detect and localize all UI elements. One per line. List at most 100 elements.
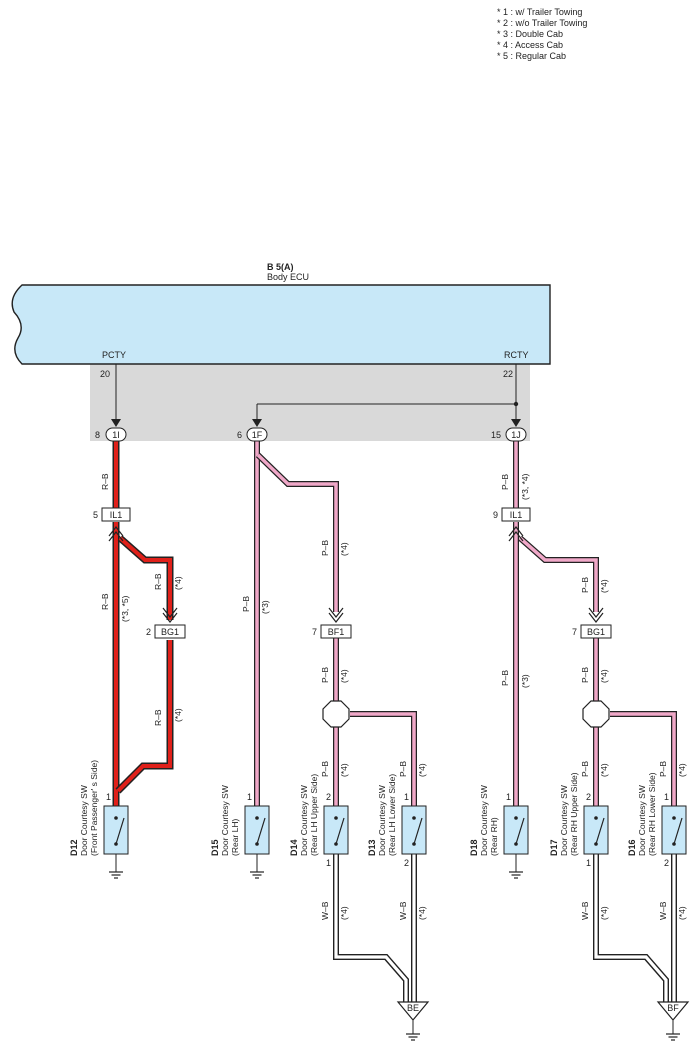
wire-note: (*4) [599,669,609,683]
wire-note: (*4) [677,763,687,777]
switch-pin: 2 [326,792,331,802]
note-2: * 2 : w/o Trailer Towing [497,18,587,28]
ecu-internal-wires [115,364,517,424]
ecu-box [11,284,551,365]
junction-1i: 8 1I [95,427,127,442]
connector-label: BG1 [161,627,179,637]
ecu-connector-area [90,364,530,441]
switch-title: Door Courtesy SW [559,785,569,856]
switch-pin: 1 [326,858,331,868]
connector-pin: 7 [312,627,317,637]
wire-label: R–B [100,473,110,490]
ecu-pin-20: 20 [100,369,110,379]
wire-label: P–B [320,761,330,777]
connector-chevrons [108,526,604,623]
connector-bf1: 7 BF1 [312,624,352,639]
wire-labels: R–B R–B (*3, *5) R–B (*4) R–B (*4) P–B (… [100,473,687,920]
notes-legend: * 1 : w/ Trailer Towing * 2 : w/o Traile… [497,7,587,61]
wire-note: (*4) [599,579,609,593]
switch-code: D18 [469,839,479,856]
switch-pin: 1 [247,792,252,802]
switch-desc: (Rear RH Upper Side) [569,772,579,856]
switch-pin: 1 [586,858,591,868]
note-3: * 3 : Double Cab [497,29,563,39]
connector-label: IL1 [110,510,123,520]
switch-title: Door Courtesy SW [377,785,387,856]
switch-pin: 1 [106,792,111,802]
ecu-pin-22: 22 [503,369,513,379]
splice-octagon-left [322,700,350,728]
ground-label: BE [407,1003,419,1013]
switch-pin: 2 [664,858,669,868]
switch-code: D17 [549,839,559,856]
junction-pin: 6 [237,430,242,440]
wire-note: (*4) [339,763,349,777]
ecu-code: B 5(A) [267,262,294,272]
switch-code: D16 [627,839,637,856]
junction-1j: 15 1J [491,427,527,442]
switch-pin: 1 [506,792,511,802]
wire-label: P–B [658,761,668,777]
junction-label: 1I [112,430,120,440]
wire-label: P–B [580,577,590,593]
switch-desc: (Rear LH Upper Side) [309,774,319,856]
wire-note: (*4) [677,906,687,920]
wire-label: W–B [398,901,408,920]
wire-w-b [333,830,677,1002]
ecu-terminal-rcty: RCTY [504,350,529,360]
junction-label: 1J [511,430,521,440]
ecu-name: Body ECU [267,272,309,282]
switch-pin: 1 [404,792,409,802]
switch-d12: 1 D12 Door Courtesy SW (Front Passenger'… [69,760,129,879]
switch-pin: 2 [404,858,409,868]
wire-note: (*3, *4) [520,473,530,500]
connector-bg1-right: 7 BG1 [572,624,612,639]
connector-bg1-left: 2 BG1 [146,624,186,639]
connector-pin: 5 [93,510,98,520]
wire-note: (*4) [417,763,427,777]
ecu-arrowheads [111,419,521,427]
connector-pin: 7 [572,627,577,637]
wire-label: P–B [320,667,330,683]
wire-label: R–B [100,593,110,610]
note-1: * 1 : w/ Trailer Towing [497,7,582,17]
switch-d13: 1 2 D13 Door Courtesy SW (Rear LH Lower … [367,774,427,868]
switch-title: Door Courtesy SW [79,785,89,856]
switch-d18: 1 D18 Door Courtesy SW (Rear RH) [469,785,529,879]
wire-note: (*4) [339,906,349,920]
ecu-terminal-pcty: PCTY [102,350,126,360]
switch-code: D14 [289,839,299,856]
switch-desc: (Rear RH) [489,817,499,856]
connector-il1-left: 5 IL1 [93,507,131,522]
wire-note: (*4) [417,906,427,920]
wire-note: (*4) [173,576,183,590]
junction-label: 1F [252,430,263,440]
wire-label: P–B [500,474,510,490]
connector-pin: 9 [493,510,498,520]
wire-label: P–B [500,670,510,686]
switch-title: Door Courtesy SW [637,785,647,856]
wire-note: (*4) [599,906,609,920]
note-4: * 4 : Access Cab [497,40,563,50]
wire-note: (*4) [339,669,349,683]
switch-title: Door Courtesy SW [220,785,230,856]
ground-label: BF [667,1003,679,1013]
wire-label: R–B [153,709,163,726]
note-5: * 5 : Regular Cab [497,51,566,61]
wire-label: P–B [320,540,330,556]
junction-pin: 8 [95,430,100,440]
switch-desc: (Rear LH) [230,819,240,856]
wire-label: P–B [580,667,590,683]
wire-label: P–B [580,761,590,777]
connector-il1-right: 9 IL1 [493,507,531,522]
junction-1f: 6 1F [237,427,268,442]
wire-r-b [112,441,174,810]
switch-d15: 1 D15 Door Courtesy SW (Rear LH) [210,785,270,879]
junction-pin: 15 [491,430,501,440]
connector-label: BF1 [328,627,345,637]
wire-note: (*4) [599,763,609,777]
switch-desc: (Rear RH Lower Side) [647,772,657,856]
connector-label: IL1 [510,510,523,520]
switch-d16: 1 2 D16 Door Courtesy SW (Rear RH Lower … [627,772,687,868]
